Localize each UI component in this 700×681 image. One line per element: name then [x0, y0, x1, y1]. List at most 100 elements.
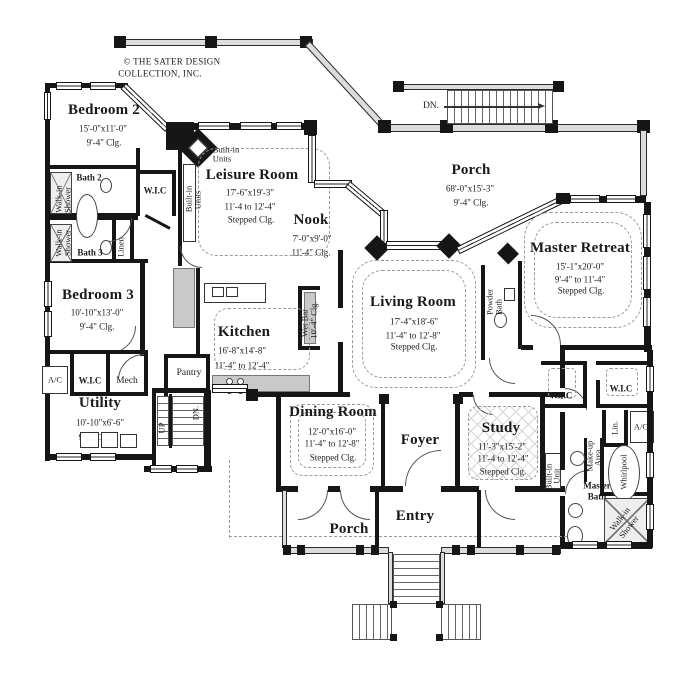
- master-ceiling-inner: [534, 222, 632, 318]
- wall: [381, 398, 385, 490]
- wall: [206, 390, 211, 472]
- toilet: [100, 240, 112, 255]
- bedroom2-clg: 9'-4" Clg.: [86, 137, 122, 148]
- nook-clg: 11'-4" Clg.: [291, 247, 331, 258]
- kitchen-dim: 16'-8"x14'-8": [217, 345, 267, 356]
- roof-overhang-dashed: [229, 536, 567, 538]
- copyright-line1: © THE SATER DESIGN: [123, 56, 221, 67]
- sink: [570, 451, 585, 466]
- window: [570, 195, 600, 203]
- post: [356, 545, 364, 555]
- door-arc: [118, 354, 144, 380]
- wall: [583, 361, 587, 408]
- wall: [459, 486, 479, 492]
- living-dim: 17'-4"x18'-6": [389, 316, 439, 327]
- master-ceiling: [524, 212, 642, 328]
- nook-dim: 7'-0"x9'-0": [292, 233, 332, 244]
- front-steps: [393, 554, 440, 604]
- window: [56, 453, 82, 461]
- units-label: Units: [212, 153, 232, 164]
- wic-shelving: [606, 368, 638, 396]
- wall-diag: [497, 242, 519, 265]
- window: [56, 82, 82, 90]
- window: [44, 311, 52, 337]
- wall: [206, 354, 210, 398]
- wall: [518, 261, 522, 349]
- master-bath-label1: Master: [583, 480, 611, 491]
- wall: [48, 259, 148, 263]
- bath3-label: Bath 3: [77, 247, 103, 258]
- front-steps-left: [352, 604, 392, 640]
- walk-in-shower: [50, 172, 72, 214]
- window: [572, 541, 598, 549]
- living-ceiling-inner: [362, 270, 466, 378]
- sink: [226, 287, 238, 297]
- copyright-line2: COLLECTION, INC.: [118, 68, 202, 79]
- post: [453, 394, 463, 404]
- porch-railing-right: [640, 130, 647, 196]
- wall: [164, 354, 168, 398]
- post: [205, 36, 217, 48]
- wall: [596, 361, 648, 365]
- window: [646, 452, 654, 478]
- wall: [540, 397, 545, 488]
- toilet: [100, 178, 112, 193]
- wall: [278, 486, 298, 492]
- wall: [562, 196, 646, 203]
- wall: [600, 404, 648, 408]
- stair-divider: [169, 394, 172, 448]
- window: [276, 122, 302, 130]
- window: [646, 504, 654, 530]
- wall: [338, 342, 343, 396]
- wall: [328, 486, 340, 492]
- post: [371, 545, 379, 555]
- leisure-dim: 17'-6"x19'-3": [225, 187, 275, 198]
- window: [44, 281, 52, 307]
- powder-bath-label: Bath: [493, 298, 504, 316]
- post: [452, 545, 460, 555]
- entry-name: Entry: [395, 508, 435, 525]
- walk-in-shower: [604, 498, 650, 544]
- dining-clg2: Stepped Clg.: [309, 452, 357, 463]
- wall: [178, 148, 182, 266]
- wall: [455, 398, 460, 490]
- study-clg: 11'-4 to 12'-4": [477, 453, 529, 464]
- window: [90, 453, 116, 461]
- walk-in-shower: [50, 224, 72, 262]
- window: [606, 195, 636, 203]
- wall: [256, 392, 350, 397]
- roof-overhang-dashed: [229, 460, 231, 538]
- wall: [136, 170, 176, 174]
- post: [390, 601, 397, 608]
- ac-label: A/C: [633, 421, 649, 432]
- bedroom3-clg: 9'-4" Clg.: [79, 321, 115, 332]
- porch-upper-clg: 9'-4" Clg.: [453, 197, 489, 208]
- shower-label: Shower: [62, 187, 73, 213]
- wall: [489, 392, 565, 397]
- wic-label: W.I.C: [78, 375, 102, 386]
- wall: [144, 354, 148, 394]
- bedroom3-dim: 10'-10"x13'-0": [70, 307, 124, 318]
- master-clg2: Stepped Clg.: [557, 285, 605, 296]
- whirlpool-label: Whirlpool: [618, 454, 629, 490]
- post: [393, 81, 404, 92]
- window: [198, 122, 230, 130]
- stair-dn-arrow-head: [538, 103, 545, 109]
- nook-name: Nook: [293, 212, 329, 229]
- mech-label: Mech: [116, 376, 138, 387]
- deck-railing-diagonal: [304, 41, 386, 129]
- wall: [515, 486, 565, 492]
- door-arc: [489, 358, 515, 384]
- kitchen-ceiling: [214, 308, 310, 370]
- wall: [70, 354, 74, 394]
- wall: [584, 438, 587, 482]
- porch-upper-dim: 68'-0"x15'-3": [445, 183, 495, 194]
- wall: [136, 148, 140, 216]
- leisure-clg2: Stepped Clg.: [227, 214, 275, 225]
- wall: [600, 438, 604, 495]
- wall: [276, 396, 281, 492]
- window: [643, 214, 651, 248]
- wall: [602, 443, 628, 447]
- wall: [140, 259, 145, 356]
